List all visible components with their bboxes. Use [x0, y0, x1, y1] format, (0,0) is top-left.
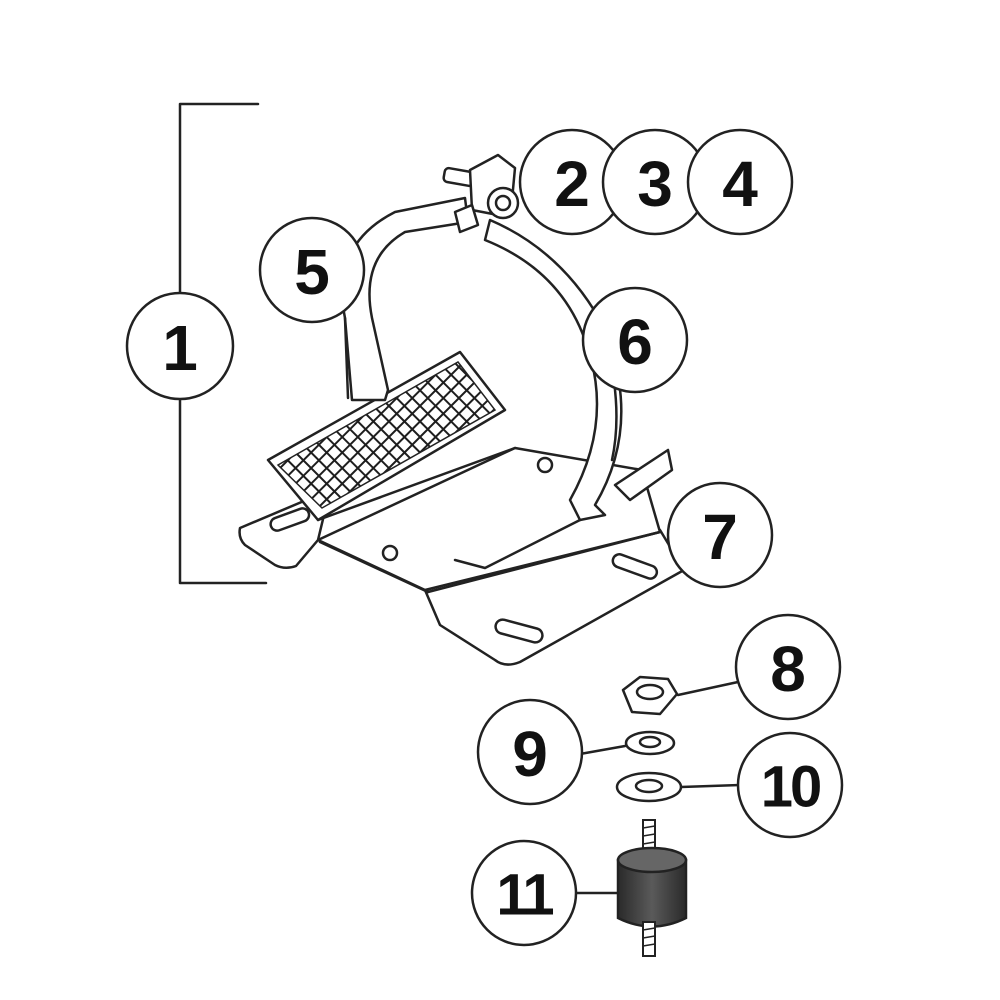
- flat-washer: [615, 771, 683, 803]
- callout-label: 10: [761, 755, 820, 820]
- base-plate: [238, 446, 686, 666]
- clamp-bolt-assembly: [442, 153, 520, 234]
- hex-nut: [621, 675, 679, 716]
- callout-label: 6: [617, 306, 653, 378]
- callout-9: 9: [476, 698, 584, 806]
- callout-label: 9: [512, 718, 548, 790]
- callout-label: 8: [770, 633, 806, 705]
- mounting-slot: [611, 553, 659, 580]
- callout-11: 11: [470, 839, 578, 947]
- mounting-hole: [381, 544, 399, 562]
- mounting-slot: [269, 507, 311, 532]
- callout-label: 1: [162, 312, 198, 384]
- callout-label: 11: [496, 863, 553, 928]
- callout-label: 2: [554, 148, 590, 220]
- mounting-hole: [536, 456, 554, 474]
- callout-6: 6: [581, 286, 689, 394]
- callout-label: 7: [702, 501, 738, 573]
- callout-label: 5: [294, 236, 330, 308]
- callout-5: 5: [258, 216, 366, 324]
- callout-8: 8: [734, 613, 842, 721]
- rubber-vibration-mount: [616, 819, 688, 957]
- lock-washer: [624, 730, 676, 756]
- callout-label: 4: [722, 148, 758, 220]
- callout-1: 1: [125, 291, 235, 401]
- callout-label: 3: [637, 148, 673, 220]
- leader-lines: [573, 680, 742, 895]
- callout-3: 3: [601, 128, 709, 236]
- callout-4: 4: [686, 128, 794, 236]
- mesh-panel: [266, 350, 517, 522]
- callout-10: 10: [736, 731, 844, 839]
- callout-7: 7: [666, 481, 774, 589]
- mounting-slot: [494, 618, 544, 644]
